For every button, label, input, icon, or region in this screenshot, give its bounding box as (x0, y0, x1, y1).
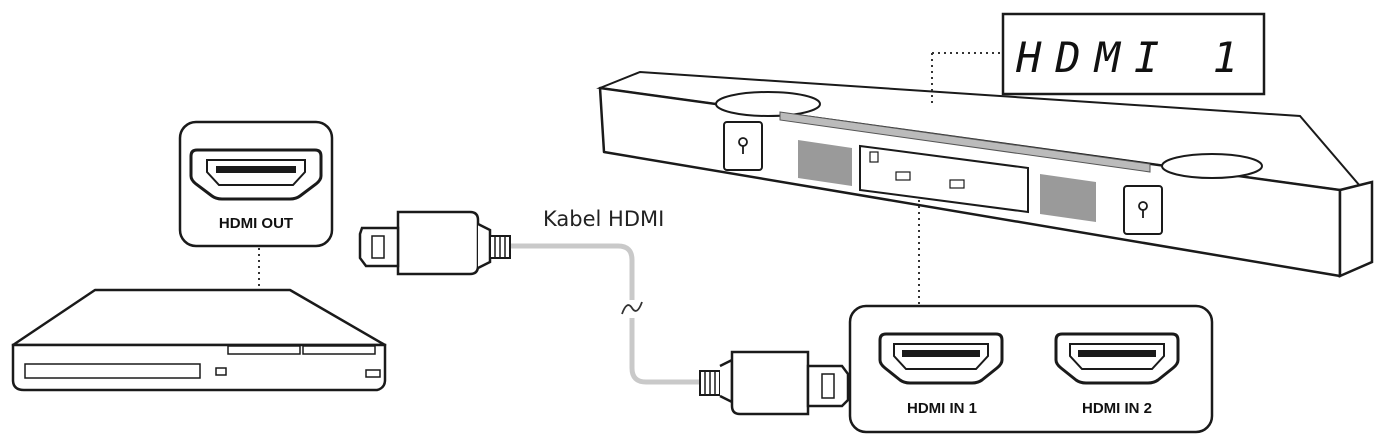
wall-mount-right (1123, 185, 1163, 235)
hdmi-in-1-label: HDMI IN 1 (907, 400, 977, 417)
left-top-driver (715, 91, 821, 117)
blu-ray-player (11, 288, 387, 392)
wall-mount-left (723, 121, 763, 171)
cable-label: Kabel HDMI (543, 207, 664, 231)
hdmi-in-1-port-icon (878, 332, 1004, 385)
rear-connector-panel (859, 144, 1029, 214)
hdmi-plug-left (358, 210, 511, 276)
right-top-driver (1161, 153, 1263, 179)
hdmi-in-2-port-icon (1054, 332, 1180, 385)
cable-break-mark (621, 301, 643, 315)
display-readout: HDMI 1 (1015, 33, 1252, 82)
soundbar (596, 70, 1374, 278)
hdmi-in-callout: HDMI IN 1 HDMI IN 2 (848, 304, 1214, 434)
hdmi-in-2-label: HDMI IN 2 (1082, 400, 1152, 417)
hdmi-out-callout: HDMI OUT (178, 120, 334, 248)
hdmi-plug-right (699, 350, 850, 416)
hdmi-out-label: HDMI OUT (219, 215, 293, 232)
front-display: HDMI 1 (1001, 12, 1266, 96)
hdmi-cable (510, 243, 700, 385)
front-grille (798, 140, 1096, 222)
hdmi-out-port-icon (189, 148, 323, 201)
